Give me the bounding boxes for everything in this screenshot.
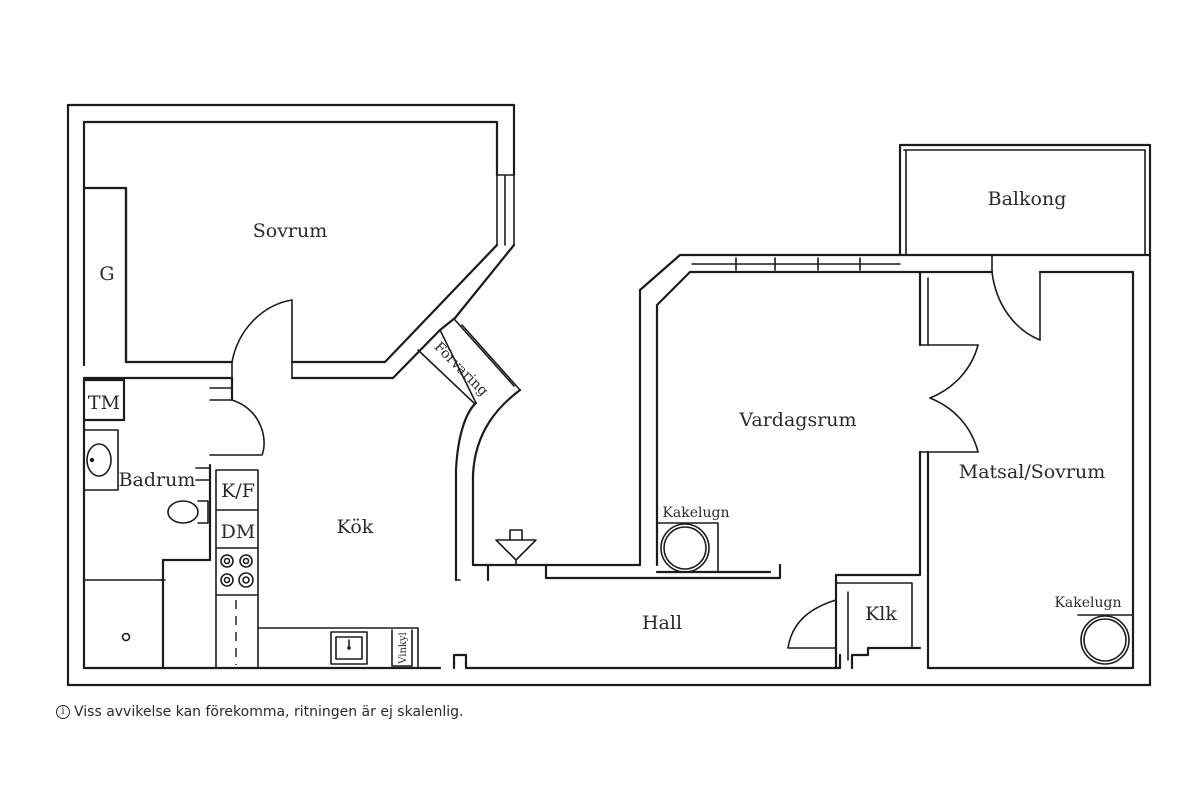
label-kakelugn-vardagsrum: Kakelugn bbox=[662, 505, 729, 521]
label-badrum: Badrum bbox=[119, 469, 196, 491]
label-kakelugn-matsal: Kakelugn bbox=[1054, 595, 1121, 611]
sovrum-door bbox=[231, 299, 293, 379]
label-klk: Klk bbox=[865, 603, 897, 625]
disclaimer-text: Viss avvikelse kan förekomma, ritningen … bbox=[74, 704, 464, 720]
klk-closet bbox=[787, 582, 913, 661]
label-matsal-sovrum: Matsal/Sovrum bbox=[959, 461, 1106, 483]
label-sovrum: Sovrum bbox=[253, 220, 328, 242]
vardagsrum-walls bbox=[486, 253, 1152, 687]
label-garderob: G bbox=[99, 263, 114, 285]
label-vardagsrum: Vardagsrum bbox=[738, 409, 856, 431]
bathroom-walls bbox=[82, 376, 265, 670]
label-dm: DM bbox=[221, 521, 256, 543]
kakelugn-matsal-stove bbox=[1077, 614, 1134, 669]
kitchen-curved-wall bbox=[454, 388, 522, 582]
label-vinkyl: Vinkyl bbox=[398, 632, 409, 665]
label-balkong: Balkong bbox=[988, 188, 1067, 210]
label-kf: K/F bbox=[221, 480, 255, 502]
kitchen-bottom-wall bbox=[214, 646, 922, 670]
balkong bbox=[898, 143, 1152, 257]
entrance-arrow-icon bbox=[495, 529, 537, 566]
label-tm: TM bbox=[88, 392, 120, 414]
forvaring-closet bbox=[392, 319, 521, 405]
double-door-matsal bbox=[929, 344, 979, 453]
info-icon: i bbox=[56, 705, 70, 719]
disclaimer: i Viss avvikelse kan förekomma, ritninge… bbox=[56, 704, 464, 720]
label-hall: Hall bbox=[642, 612, 682, 634]
label-kok: Kök bbox=[337, 516, 374, 538]
balkong-door bbox=[991, 254, 1041, 341]
kakelugn-vardagsrum-stove bbox=[656, 522, 719, 573]
